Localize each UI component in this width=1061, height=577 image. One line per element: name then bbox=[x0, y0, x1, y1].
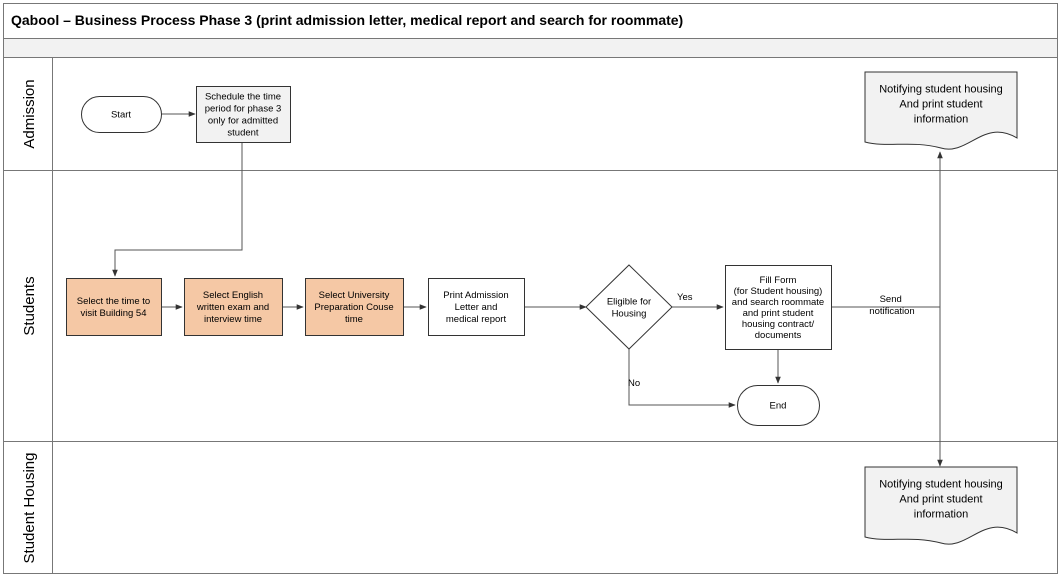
node-label: Start bbox=[111, 110, 131, 121]
lane-label-student-housing: Student Housing bbox=[21, 453, 38, 564]
edge-label-no: No bbox=[628, 378, 640, 389]
lane-label-admission: Admission bbox=[21, 79, 38, 148]
edge-schedule-to-visit bbox=[112, 142, 243, 277]
connectors bbox=[112, 111, 943, 467]
edge-label-send-notification: Send notification bbox=[869, 294, 914, 317]
start-terminator: Start bbox=[81, 96, 162, 133]
end-terminator: End bbox=[737, 385, 820, 426]
header-band bbox=[4, 39, 1057, 57]
node-label: End bbox=[770, 401, 787, 412]
edge-eligible-no bbox=[628, 349, 736, 408]
edge-label-yes: Yes bbox=[677, 292, 693, 303]
node-label: Fill Form(for Student housing)and search… bbox=[732, 275, 824, 341]
diagram-title: Qabool – Business Process Phase 3 (print… bbox=[11, 12, 683, 28]
fill-housing-form-step: Fill Form(for Student housing)and search… bbox=[725, 265, 832, 350]
lane-label-students: Students bbox=[21, 276, 38, 335]
